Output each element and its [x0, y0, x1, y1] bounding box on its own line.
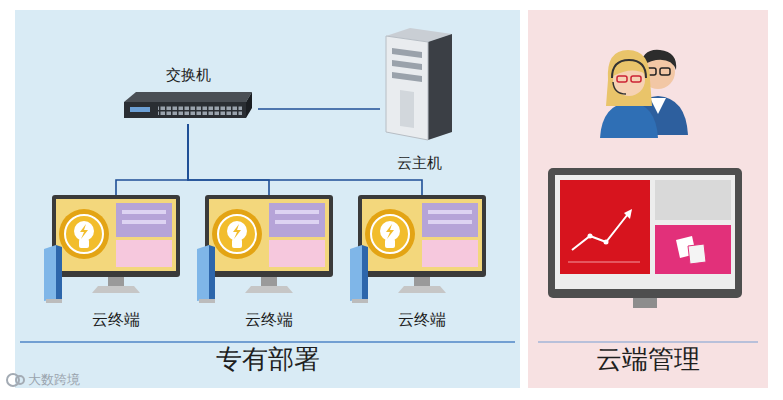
switch-node: 交换机 — [118, 66, 258, 124]
watermark-logo — [6, 371, 26, 389]
terminal-node: 云终端 — [197, 195, 341, 335]
terminal-node: 云终端 — [350, 195, 494, 335]
watermark: 大数跨境 — [6, 370, 80, 392]
network-wire — [258, 108, 380, 110]
node-label: 云主机 — [397, 154, 442, 172]
watermark-text: 大数跨境 — [28, 370, 80, 390]
network-wire — [116, 124, 188, 195]
node-label: 专有部署 — [216, 344, 320, 375]
server-node-art — [380, 28, 458, 176]
node-label: 交换机 — [166, 66, 211, 84]
node-label: 云终端 — [398, 310, 446, 329]
network-wire — [188, 124, 269, 195]
node-label: 云终端 — [92, 310, 140, 329]
node-label: 云端管理 — [596, 344, 700, 375]
server-node: 云主机 — [380, 28, 458, 176]
cloud-panel-art — [528, 10, 768, 388]
deployment-panel: 专有部署 交换机云主机云终端 云终端 云终端 — [15, 10, 520, 388]
network-wire — [188, 124, 422, 195]
cloud-panel: 云端管理 — [528, 10, 768, 388]
node-label: 云终端 — [245, 310, 293, 329]
terminal-node: 云终端 — [44, 195, 188, 335]
